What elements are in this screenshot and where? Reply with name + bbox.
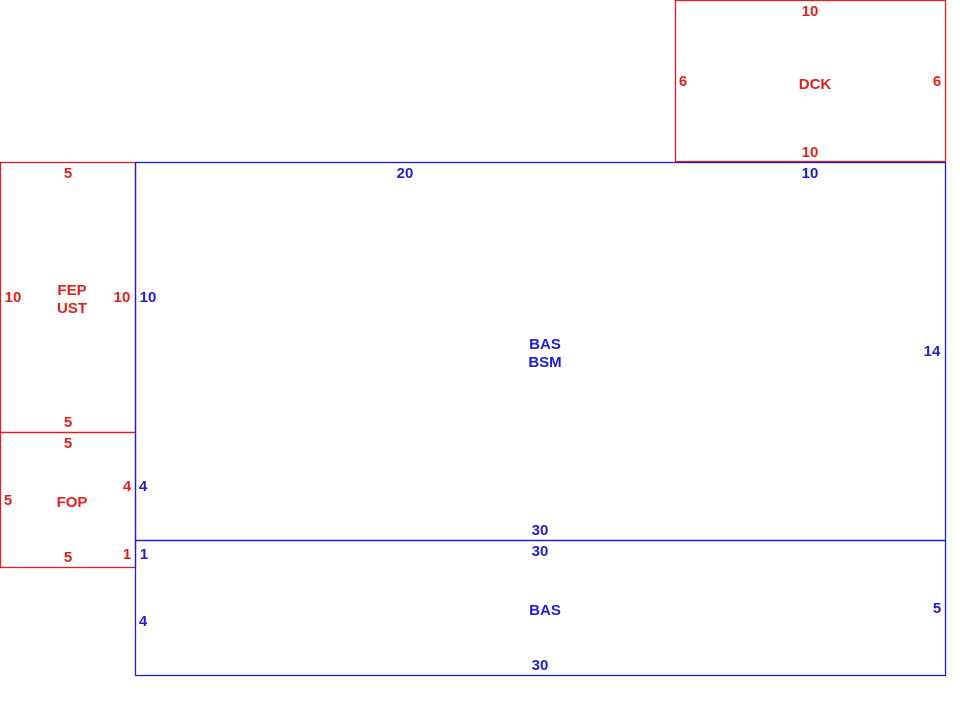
bas-left-upper-value: 1 — [140, 546, 148, 563]
bas-box: BAS 30 1 4 5 30 — [134, 539, 947, 677]
bas-bsm-label-line-1: BAS — [529, 336, 561, 353]
bas-right-value: 5 — [933, 600, 941, 617]
bas-bsm-left-lower-value: 4 — [139, 478, 148, 495]
dck-label: DCK — [799, 76, 832, 93]
fep-left-value: 10 — [5, 289, 22, 306]
bas-left-lower-value: 4 — [139, 613, 148, 630]
bas-bottom-value: 30 — [532, 657, 549, 674]
fop-top-value: 5 — [64, 435, 72, 452]
fop-right-upper-value: 4 — [123, 478, 132, 495]
fep-box: FEP UST 5 10 10 5 — [0, 161, 137, 434]
bas-bsm-top-left-value: 20 — [397, 165, 414, 182]
bas-bsm-left-upper-value: 10 — [140, 289, 157, 306]
dck-box: DCK 10 6 6 10 — [674, 0, 947, 163]
fop-label: FOP — [57, 494, 88, 511]
bas-top-value: 30 — [532, 543, 549, 560]
bas-bsm-label-line-2: BSM — [528, 354, 561, 371]
fep-bottom-value: 5 — [64, 414, 72, 431]
dck-bottom-value: 10 — [802, 144, 819, 161]
dck-top-value: 10 — [802, 3, 819, 20]
fop-box: FOP 5 5 4 1 5 — [0, 431, 137, 569]
fep-right-value: 10 — [114, 289, 131, 306]
dck-outline — [674, 0, 947, 163]
fep-label-line-1: FEP — [57, 282, 86, 299]
fop-left-value: 5 — [4, 492, 12, 509]
fep-label-line-2: UST — [57, 300, 87, 317]
bas-outline — [134, 539, 947, 677]
dck-right-value: 6 — [933, 73, 941, 90]
dck-left-value: 6 — [679, 73, 687, 90]
bas-bsm-bottom-value: 30 — [532, 522, 549, 539]
bas-bsm-right-value: 14 — [924, 343, 941, 360]
bas-label: BAS — [529, 602, 561, 619]
bas-bsm-top-right-value: 10 — [802, 165, 819, 182]
fop-bottom-value: 5 — [64, 549, 72, 566]
fep-top-value: 5 — [64, 165, 72, 182]
bas-bsm-box: BAS BSM 20 10 10 4 14 30 — [134, 161, 947, 542]
fop-right-lower-value: 1 — [123, 546, 131, 563]
